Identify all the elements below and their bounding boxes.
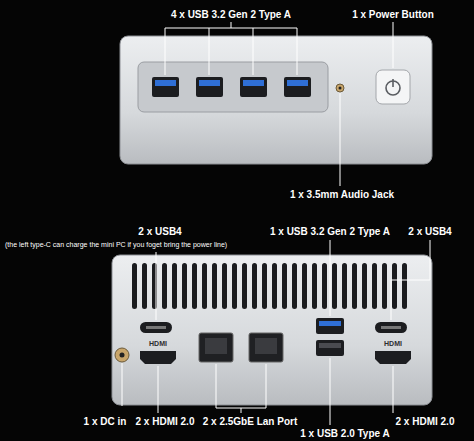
vent-slot	[192, 263, 197, 309]
vent-slot	[312, 263, 317, 309]
vent-slot	[252, 263, 257, 309]
vent-slot	[202, 263, 207, 309]
vent-slot	[262, 263, 267, 309]
vent-slot	[242, 263, 247, 309]
vent-slot	[212, 263, 217, 309]
port-label: 2 x HDMI 2.0	[396, 416, 455, 428]
note-text: (the left type-C can charge the mini PC …	[5, 240, 227, 249]
vent-slot	[382, 263, 387, 309]
vent-slot	[222, 263, 227, 309]
vent-slot	[392, 263, 397, 309]
port-marking: HDMI	[149, 340, 167, 348]
vent-slot	[162, 263, 167, 309]
port-label: 4 x USB 3.2 Gen 2 Type A	[171, 9, 291, 21]
port-label: 2 x USB4	[408, 226, 451, 238]
vent-slot	[322, 263, 327, 309]
rear-view	[112, 255, 432, 405]
vent-slot	[302, 263, 307, 309]
vent-slot	[352, 263, 357, 309]
port-marking: HDMI	[384, 340, 402, 348]
vent-slot	[362, 263, 367, 309]
vent-slot	[132, 263, 137, 309]
port-label: 2 x USB4	[138, 226, 181, 238]
leader-lines	[122, 240, 430, 425]
front-view	[120, 36, 432, 164]
port-label: 2 x HDMI 2.0	[136, 416, 195, 428]
port-label: 1 x USB 2.0 Type A	[300, 428, 389, 440]
vent-slot	[172, 263, 177, 309]
vent-slot	[142, 263, 147, 309]
vent-slot	[272, 263, 277, 309]
port-label: 1 x 3.5mm Audio Jack	[290, 189, 394, 201]
vent-slot	[232, 263, 237, 309]
port-label: 1 x DC in	[84, 416, 127, 428]
vent-slot	[372, 263, 377, 309]
vent-slot	[282, 263, 287, 309]
port-label: 1 x USB 3.2 Gen 2 Type A	[270, 226, 390, 238]
vent-slot	[402, 263, 407, 309]
port-label: 1 x Power Button	[352, 9, 434, 21]
vent-slot	[342, 263, 347, 309]
vent-slot	[292, 263, 297, 309]
port-label: 2 x 2.5GbE Lan Port	[203, 416, 297, 428]
vent-slot	[182, 263, 187, 309]
vent-slot	[332, 263, 337, 309]
leader-lines	[165, 22, 393, 186]
